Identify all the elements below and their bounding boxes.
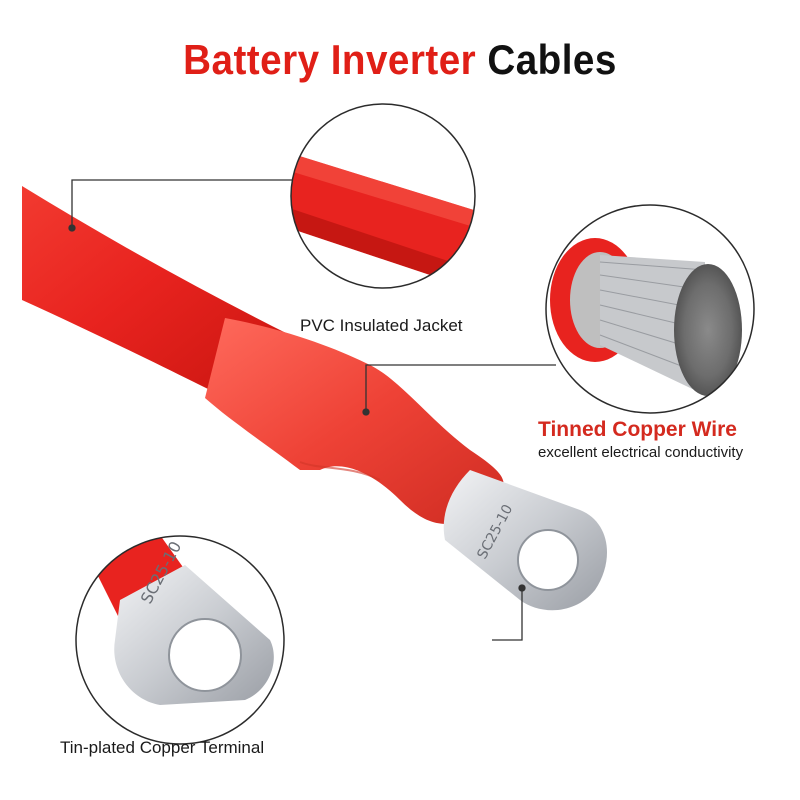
wire-closeup (545, 204, 755, 414)
wire-label: Tinned Copper Wire (538, 418, 737, 441)
page-title: Battery Inverter Cables (32, 36, 768, 84)
terminal-closeup: SC25-10 (75, 535, 285, 745)
jacket-closeup (290, 103, 476, 289)
title-part1: Battery Inverter (183, 36, 477, 83)
jacket-label: PVC Insulated Jacket (300, 316, 463, 335)
title-part2: Cables (487, 36, 617, 83)
main-cable (22, 186, 607, 611)
wire-sublabel: excellent electrical conductivity (538, 444, 744, 461)
terminal-label: Tin-plated Copper Terminal (60, 738, 265, 757)
callout-lines (68, 179, 556, 641)
